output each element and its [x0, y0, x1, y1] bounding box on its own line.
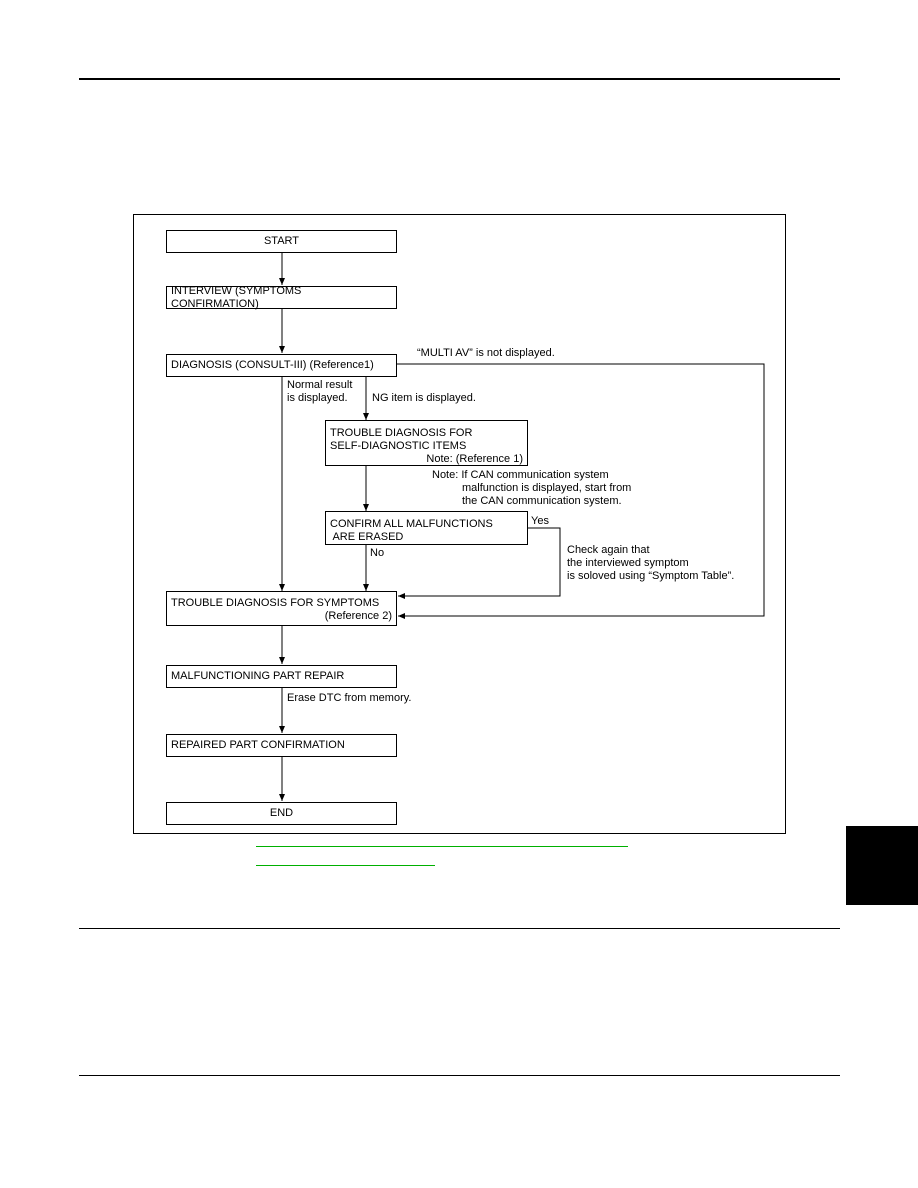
- node-end: END: [166, 802, 397, 825]
- node-confirm-erased: CONFIRM ALL MALFUNCTIONS ARE ERASED: [325, 511, 528, 545]
- label-normal-line2: is displayed.: [287, 392, 348, 404]
- node-trouble-selfdiag-note: Note: (Reference 1): [426, 453, 523, 465]
- node-trouble-selfdiag-line2: SELF-DIAGNOSTIC ITEMS: [330, 440, 467, 452]
- reference-link-line1[interactable]: [256, 846, 628, 847]
- label-can-line2: malfunction is displayed, start from: [462, 482, 632, 494]
- label-check-line1: Check again that: [567, 544, 650, 556]
- node-interview-label: INTERVIEW (SYMPTOMS CONFIRMATION): [171, 284, 302, 310]
- label-check-line2: the interviewed symptom: [567, 557, 689, 569]
- node-repair: MALFUNCTIONING PART REPAIR: [166, 665, 397, 688]
- node-symptoms-line1: TROUBLE DIAGNOSIS FOR SYMPTOMS: [171, 597, 380, 609]
- flowchart-frame: [133, 214, 786, 834]
- node-repair-label: MALFUNCTIONING PART REPAIR: [171, 670, 345, 682]
- label-normal-line1: Normal result: [287, 379, 353, 391]
- node-interview: INTERVIEW (SYMPTOMS CONFIRMATION): [166, 284, 397, 310]
- node-start-label: START: [263, 235, 300, 247]
- label-yes: Yes: [531, 515, 549, 527]
- label-check-line3: is soloved using “Symptom Table”.: [567, 570, 735, 582]
- section-divider-rule: [79, 928, 840, 929]
- node-trouble-symptoms: TROUBLE DIAGNOSIS FOR SYMPTOMS (Referenc…: [166, 591, 397, 626]
- arrow-confirm-symptoms-yes: [398, 527, 561, 599]
- node-confirmation: REPAIRED PART CONFIRMATION: [166, 734, 397, 757]
- arrow-multiav-symptoms: [397, 363, 765, 619]
- node-confirm-line1: CONFIRM ALL MALFUNCTIONS: [330, 518, 493, 530]
- node-trouble-selfdiag-line1: TROUBLE DIAGNOSIS FOR: [330, 427, 473, 439]
- label-multi-av: “MULTI AV” is not displayed.: [417, 347, 555, 359]
- label-erase-dtc: Erase DTC from memory.: [287, 692, 412, 704]
- label-can-line3: the CAN communication system.: [462, 495, 622, 507]
- node-start: START: [166, 230, 397, 253]
- node-confirmation-label: REPAIRED PART CONFIRMATION: [171, 739, 345, 751]
- label-no: No: [370, 547, 385, 559]
- node-confirm-line2: ARE ERASED: [330, 531, 404, 543]
- node-symptoms-line2: (Reference 2): [324, 610, 392, 622]
- reference-link-line2[interactable]: [256, 865, 435, 866]
- node-trouble-selfdiag: TROUBLE DIAGNOSIS FOR SELF-DIAGNOSTIC IT…: [325, 420, 528, 466]
- node-diagnosis-label: DIAGNOSIS (CONSULT-III) (Reference1): [171, 359, 374, 371]
- node-end-label: END: [269, 807, 294, 819]
- footer-rule: [79, 1075, 840, 1076]
- label-ng: NG item is displayed.: [372, 392, 476, 404]
- label-can-line1: Note: If CAN communication system: [432, 469, 609, 481]
- node-diagnosis: DIAGNOSIS (CONSULT-III) (Reference1): [166, 354, 397, 377]
- header-rule: [79, 78, 840, 80]
- section-index-tab: [846, 826, 918, 905]
